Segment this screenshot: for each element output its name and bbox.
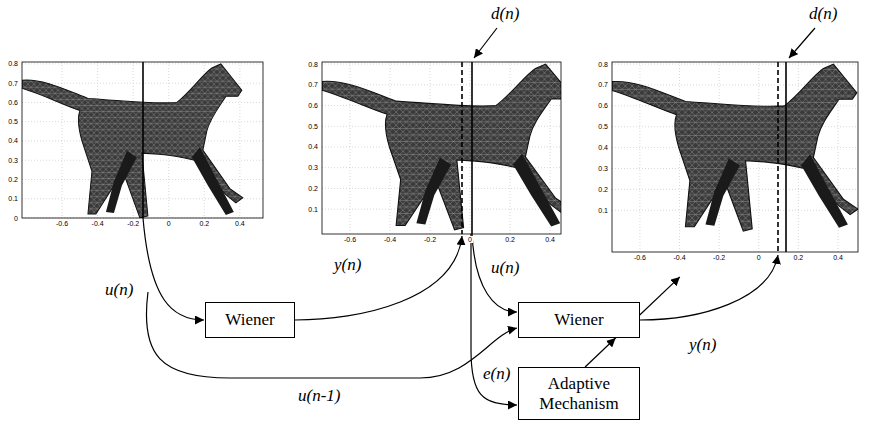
tick-label: 0.4 xyxy=(307,143,319,150)
cut-line xyxy=(142,62,144,218)
horse-mesh xyxy=(612,64,858,231)
signal-name: y(n) xyxy=(333,255,362,275)
tick-label: 0.2 xyxy=(504,236,516,243)
signal-name: y(n) xyxy=(688,335,717,355)
tick-label: 0.4 xyxy=(234,220,246,227)
tick-label: 0.6 xyxy=(597,102,609,109)
dashed-cut-line xyxy=(461,62,463,234)
tick-label: -0.6 xyxy=(343,236,357,243)
tick-label: 0 xyxy=(467,236,473,243)
tick-label: 0.1 xyxy=(7,195,19,202)
tick-label: 0.2 xyxy=(7,176,19,183)
adjust-arrow xyxy=(640,277,680,315)
horse-mesh xyxy=(22,64,243,218)
signal-name: u(n) xyxy=(104,280,134,300)
tick-label: -0.6 xyxy=(55,220,69,227)
tick-label: 0.4 xyxy=(832,254,844,261)
text-stack: Wiener xyxy=(554,310,603,330)
tick-label: 0 xyxy=(756,254,762,261)
tick-label: 0.1 xyxy=(597,207,609,214)
tick-label: 0.3 xyxy=(7,157,19,164)
tick-label: -0.2 xyxy=(423,236,437,243)
cut-line xyxy=(785,62,787,252)
tick-label: 0.8 xyxy=(307,61,319,68)
plot xyxy=(612,62,858,252)
tick-label: 0.2 xyxy=(307,185,319,192)
tick-label: 0.3 xyxy=(597,165,609,172)
text-stack: Adaptive Mechanism xyxy=(525,374,633,413)
tick-label: 0.2 xyxy=(793,254,805,261)
tick-label: 0.6 xyxy=(7,99,19,106)
axes-box xyxy=(612,62,858,252)
tick-label: 0.5 xyxy=(597,123,609,130)
box-label: Wiener xyxy=(225,310,274,330)
grid-line xyxy=(239,62,240,218)
tick-label: 0.7 xyxy=(597,81,609,88)
horse-mesh xyxy=(322,64,561,230)
tick-label: 0.8 xyxy=(7,60,19,67)
tick-label: -0.2 xyxy=(126,220,140,227)
axes-box xyxy=(322,62,561,234)
filter-box: Wiener xyxy=(518,302,640,338)
tick-label: 0.5 xyxy=(7,118,19,125)
tick-label: 0.1 xyxy=(307,206,319,213)
tick-label: 0 xyxy=(13,215,19,222)
signal-name: d(n) xyxy=(808,4,838,24)
axes-ground xyxy=(612,62,858,252)
signal-name: u(n-1) xyxy=(297,386,341,406)
tick-label: 0.4 xyxy=(7,137,19,144)
plot xyxy=(22,62,263,218)
tick-label: 0.2 xyxy=(198,220,210,227)
grid-line xyxy=(322,209,561,210)
tick-label: -0.4 xyxy=(383,236,397,243)
signal-name: u(n) xyxy=(490,258,520,278)
axes-ground xyxy=(22,62,263,218)
tick-label: -0.4 xyxy=(91,220,105,227)
cut-line xyxy=(471,62,473,234)
tick-label: -0.6 xyxy=(633,254,647,261)
tick-label: 0.7 xyxy=(7,80,19,87)
axes-box xyxy=(22,62,263,218)
filter-box: Wiener xyxy=(205,302,295,338)
signal-name: e(n) xyxy=(482,364,511,384)
tick-label: -0.2 xyxy=(712,254,726,261)
grid-line xyxy=(322,64,561,65)
tick-label: 0.5 xyxy=(307,123,319,130)
dashed-cut-line xyxy=(777,62,779,252)
plot xyxy=(322,62,570,234)
tick-label: 0.3 xyxy=(307,164,319,171)
grid-line xyxy=(612,64,858,65)
tick-label: 0 xyxy=(166,220,172,227)
signal-name: d(n) xyxy=(490,4,520,24)
tick-label: 0.7 xyxy=(307,81,319,88)
tick-label: 0.4 xyxy=(544,236,556,243)
tick-label: 0.4 xyxy=(597,144,609,151)
box-label: Adaptive Mechanism xyxy=(525,374,633,413)
adaptive-box: Adaptive Mechanism xyxy=(518,367,640,420)
tick-label: 0.8 xyxy=(597,61,609,68)
tick-label: 0.6 xyxy=(307,102,319,109)
tick-label: -0.4 xyxy=(673,254,687,261)
box-label: Wiener xyxy=(554,310,603,330)
grid-line xyxy=(62,62,63,218)
connector xyxy=(585,338,616,367)
text-stack: Wiener xyxy=(225,310,274,330)
grid-line xyxy=(679,62,680,252)
tick-label: 0.2 xyxy=(597,186,609,193)
